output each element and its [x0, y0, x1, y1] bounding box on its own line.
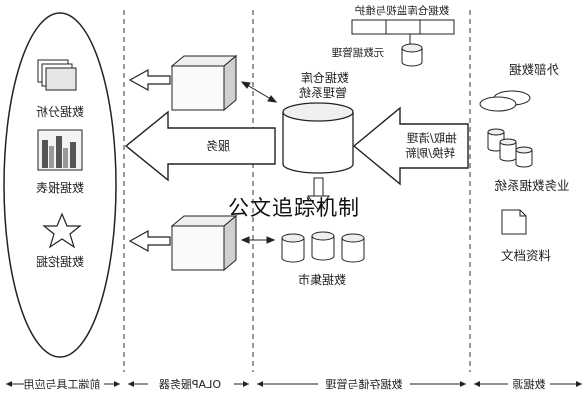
- arrow-bottom-cube-to-mining: [128, 229, 171, 253]
- external-data-disks: [479, 90, 531, 112]
- metadata-label: 元数据管理: [331, 46, 384, 59]
- mart-cylinder-1: [281, 233, 305, 263]
- business-system-label: 业务数据系统: [494, 178, 569, 193]
- mart-cylinder-2: [311, 231, 335, 261]
- etl-arrow: 抽取/清理 转换/刷新: [352, 106, 469, 186]
- metadata-cylinder: [401, 43, 423, 67]
- documents-icon: [37, 59, 77, 91]
- layer-front-end-label: 前端工具与应用: [24, 377, 101, 391]
- etl-arrow-shape: [352, 106, 469, 186]
- service-arrow: 服务: [124, 110, 276, 182]
- olap-to-front-arrows: [128, 68, 171, 253]
- warehouse-monitor-box: 数据仓库监视与维护: [351, 4, 455, 44]
- olap-cube-top: [170, 54, 238, 112]
- layer-labels: 前端工具与应用 OLAP服务器 数据存储与管理 数据源: [6, 376, 582, 391]
- warehouse-line-1: 数据仓库: [301, 70, 349, 85]
- document-icon: [501, 209, 527, 235]
- layer-separators: [123, 10, 471, 372]
- warehouse-to-mart-arrow: [307, 177, 330, 211]
- layer-olap-label: OLAP服务器: [159, 378, 221, 391]
- etl-label: 抽取/清理 转换/刷新: [403, 131, 457, 160]
- mart-cylinder-3: [341, 233, 365, 263]
- warehouse-management-label: 数据仓库 管理系统: [297, 70, 349, 100]
- cube-storage-links: [240, 81, 278, 244]
- etl-line-1: 抽取/清理: [406, 131, 456, 145]
- document-label: 文档资料: [501, 248, 552, 263]
- warehouse-cylinder: [282, 102, 354, 174]
- arrow-top-cube-to-analysis: [128, 68, 171, 92]
- etl-line-2: 转换/刷新: [405, 146, 455, 160]
- data-mining-label: 数据挖掘: [36, 254, 84, 269]
- data-analysis-label: 数据分析: [36, 104, 84, 119]
- data-mart-cylinders: [281, 231, 365, 263]
- data-mart-label: 数据集市: [298, 272, 346, 287]
- business-system-cylinders: [487, 128, 533, 168]
- data-sources: 外部数据 业务数据系统 文档资料: [479, 62, 570, 263]
- external-data-label: 外部数据: [509, 62, 559, 77]
- star-icon: [42, 212, 82, 249]
- warehouse-line-2: 管理系统: [299, 85, 347, 100]
- service-label: 服务: [206, 138, 230, 153]
- layer-storage-label: 数据存储与管理: [326, 377, 403, 391]
- front-end-tools: 数据分析 数据报表 数据挖掘: [3, 12, 117, 358]
- service-arrow-shape: [124, 110, 276, 182]
- monitor-title: 数据仓库监视与维护: [355, 4, 450, 17]
- bar-chart-icon: [37, 129, 83, 171]
- front-end-ellipse: [3, 12, 117, 358]
- layer-sources-label: 数据源: [513, 377, 546, 391]
- olap-cube-bottom: [170, 214, 238, 272]
- data-report-label: 数据报表: [36, 180, 84, 195]
- overlay-title: 公文追踪机制: [228, 196, 360, 220]
